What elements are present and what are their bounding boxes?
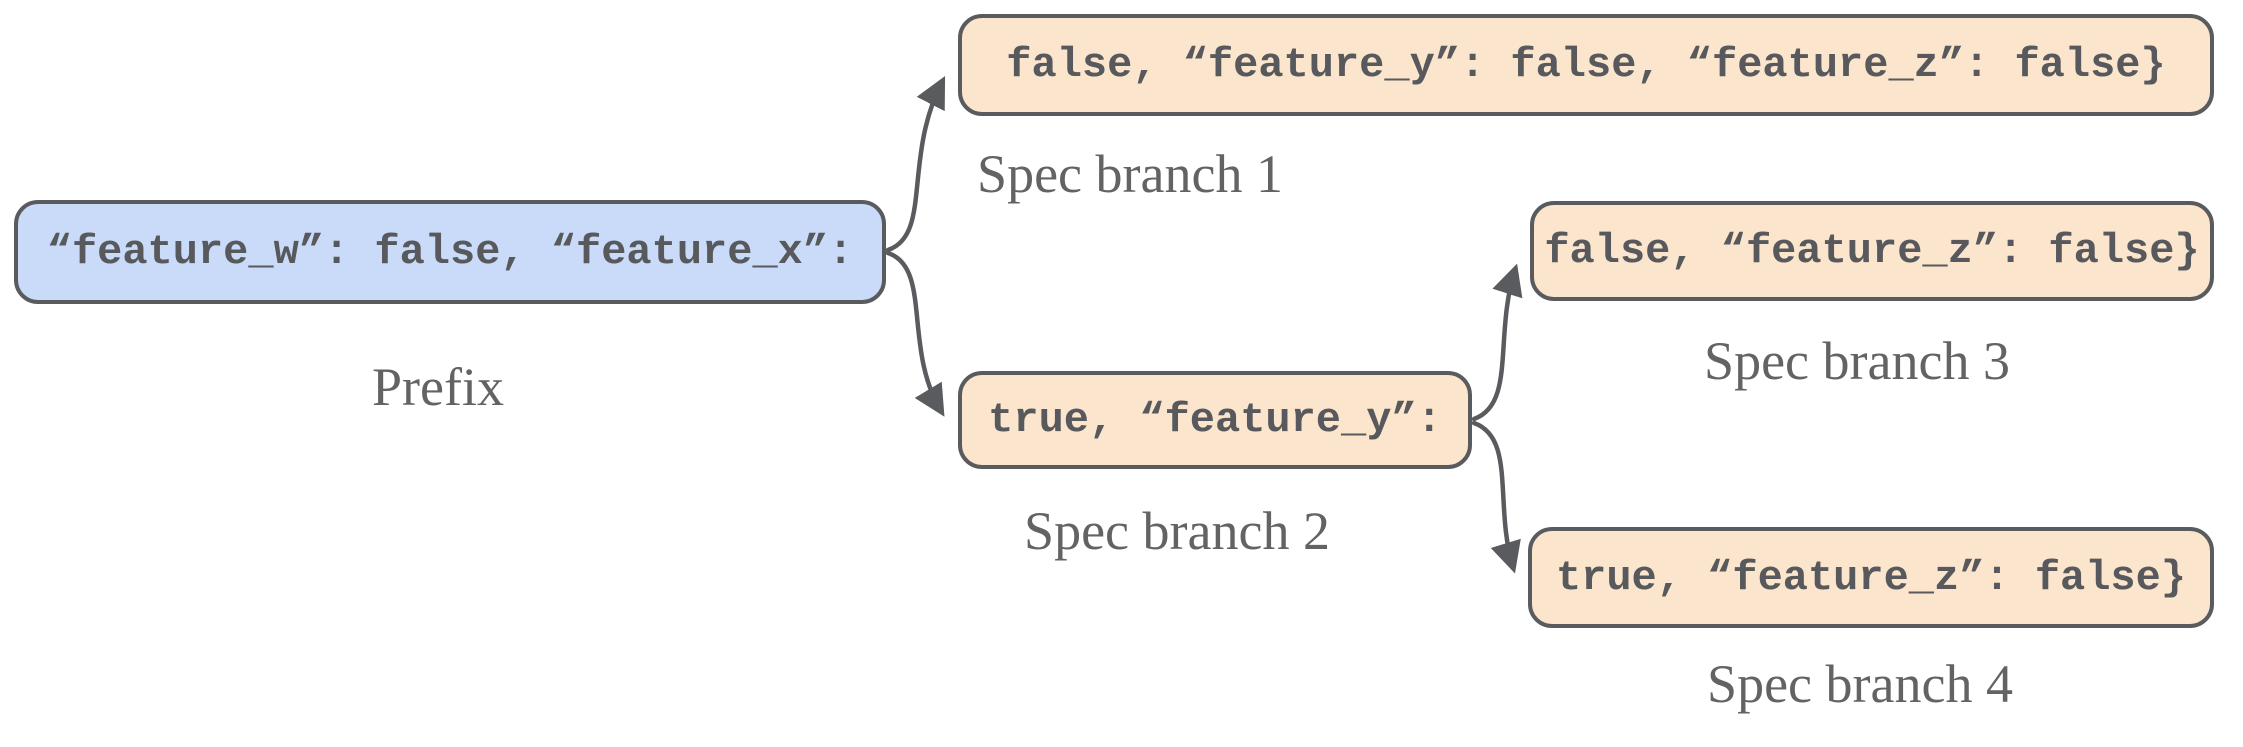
- spec-branch-2-code-text: true, “feature_y”:: [988, 396, 1442, 444]
- prefix-code-text: “feature_w”: false, “feature_x”:: [46, 228, 854, 276]
- spec-branch-1-label: Spec branch 1: [977, 144, 1283, 204]
- spec-branch-2-node: true, “feature_y”:: [958, 371, 1472, 469]
- prefix-label: Prefix: [372, 357, 504, 417]
- edge-branch2-branch4: [1471, 420, 1521, 574]
- spec-branch-1-node: false, “feature_y”: false, “feature_z”: …: [958, 14, 2214, 116]
- spec-branch-3-code-text: false, “feature_z”: false}: [1544, 227, 2200, 275]
- spec-branch-2-label: Spec branch 2: [1024, 501, 1330, 561]
- edge-branch2-branch3: [1471, 263, 1523, 422]
- spec-branch-1-code-text: false, “feature_y”: false, “feature_z”: …: [1006, 41, 2166, 89]
- edge-prefix-branch1: [885, 75, 946, 253]
- edge-prefix-branch2: [885, 250, 945, 417]
- prefix-node: “feature_w”: false, “feature_x”:: [14, 200, 886, 304]
- spec-branch-4-code-text: true, “feature_z”: false}: [1555, 553, 2187, 602]
- spec-branch-3-node: false, “feature_z”: false}: [1530, 201, 2214, 301]
- spec-branch-4-node: true, “feature_z”: false}: [1528, 527, 2214, 628]
- spec-branch-3-label: Spec branch 3: [1704, 331, 2010, 391]
- spec-branch-4-label: Spec branch 4: [1707, 654, 2013, 714]
